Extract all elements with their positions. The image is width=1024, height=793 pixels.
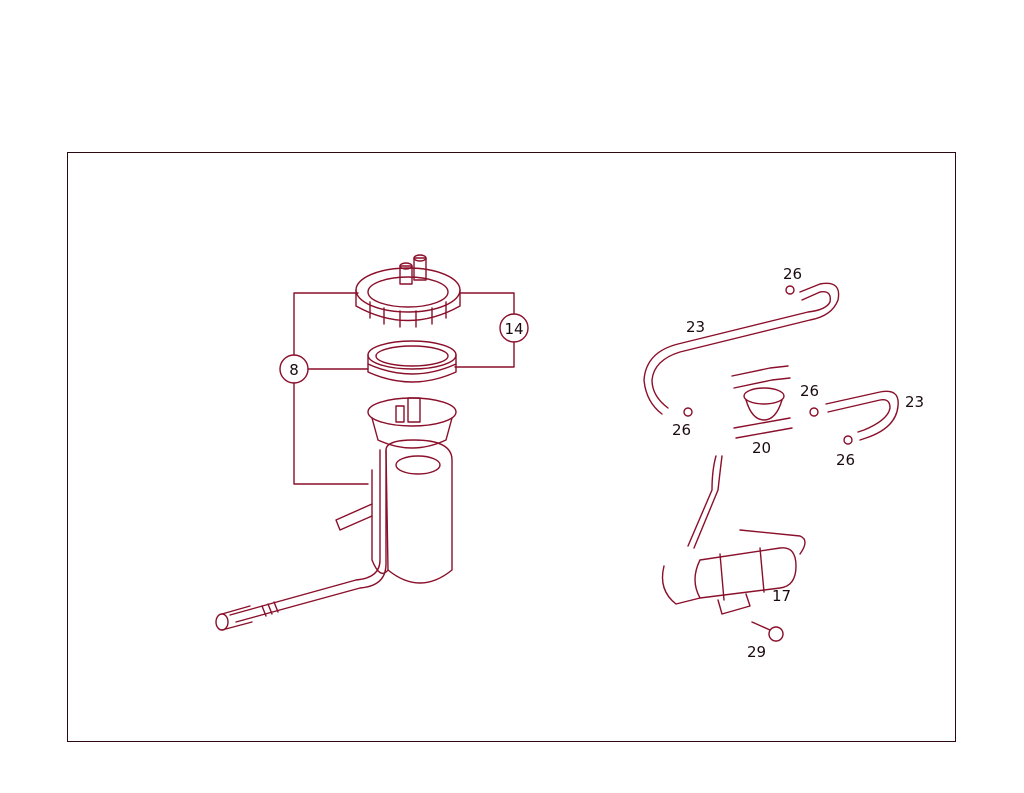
- callout-8[interactable]: 8: [279, 354, 309, 384]
- label-23-upper: 23: [686, 318, 705, 336]
- check-valve-20[interactable]: [731, 365, 793, 439]
- label-20: 20: [752, 439, 771, 457]
- leader-lines: [293, 292, 515, 485]
- label-29: 29: [747, 643, 766, 661]
- callout-8-label: 8: [289, 361, 299, 379]
- hose-23-upper[interactable]: [643, 282, 840, 415]
- label-26-top: 26: [783, 265, 802, 283]
- screw-29[interactable]: [751, 621, 784, 642]
- lock-ring-part[interactable]: [355, 254, 461, 328]
- label-26-bottom: 26: [836, 451, 855, 469]
- callout-14-label: 14: [504, 320, 523, 338]
- seal-ring-part[interactable]: [367, 340, 457, 383]
- label-17: 17: [772, 587, 791, 605]
- fuel-sender-part[interactable]: [215, 397, 457, 631]
- diagram-frame: [67, 152, 956, 742]
- clamps-26[interactable]: [683, 285, 853, 445]
- label-26-left: 26: [672, 421, 691, 439]
- fuel-pump-17[interactable]: [661, 455, 806, 615]
- label-26-mid: 26: [800, 382, 819, 400]
- hose-23-lower[interactable]: [825, 390, 899, 441]
- callout-14[interactable]: 14: [499, 313, 529, 343]
- label-23-lower: 23: [905, 393, 924, 411]
